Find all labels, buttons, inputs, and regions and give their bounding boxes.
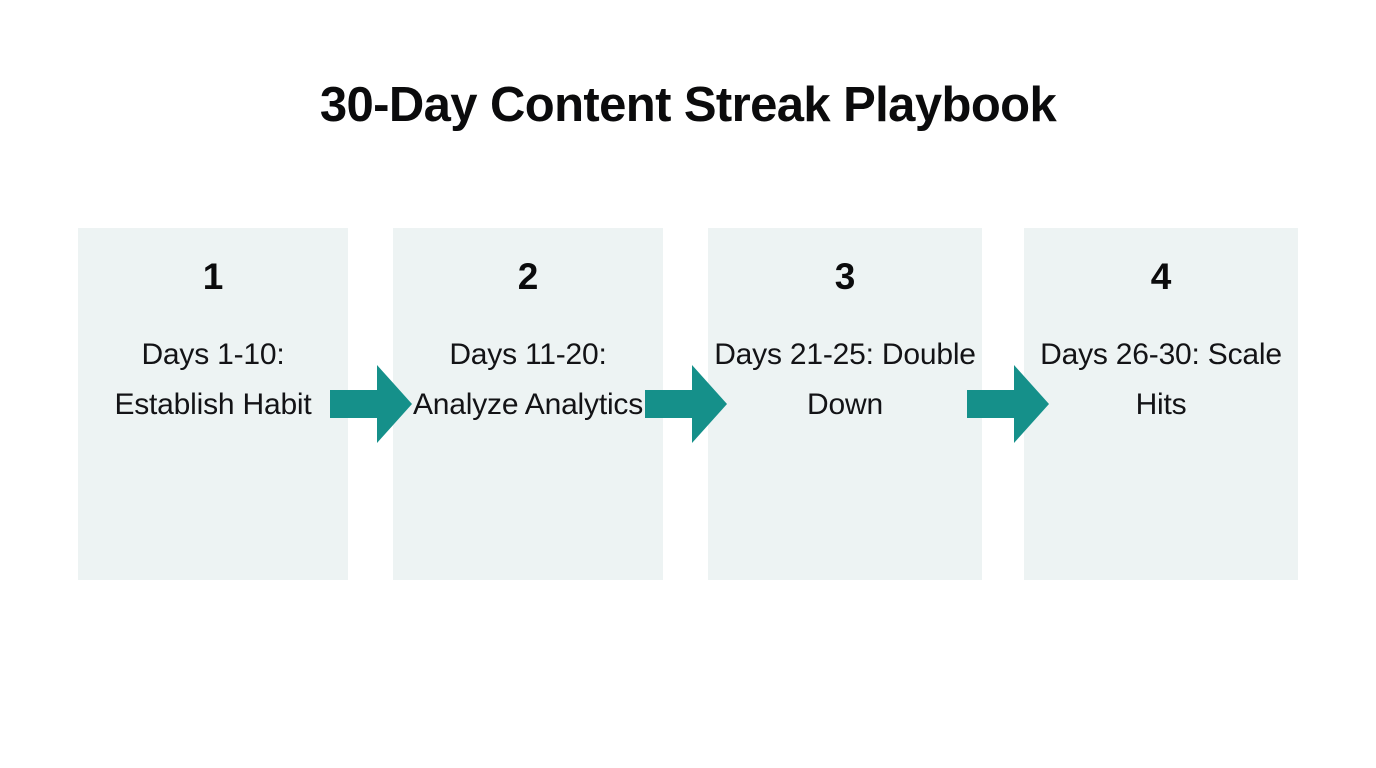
process-flow-diagram: 1 Days 1-10: Establish Habit 2 Days 11-2… (78, 228, 1298, 580)
step-label-3: Days 21-25: Double Down (714, 338, 976, 421)
step-card-4[interactable]: 4 Days 26-30: Scale Hits (1024, 228, 1298, 580)
step-card-1[interactable]: 1 Days 1-10: Establish Habit (78, 228, 348, 580)
step-label-2: Days 11-20: Analyze Analytics (412, 338, 644, 421)
page-title: 30-Day Content Streak Playbook (319, 78, 1057, 132)
step-number-4: 4 (1150, 256, 1172, 297)
step-number-2: 2 (517, 256, 539, 297)
step-card-3[interactable]: 3 Days 21-25: Double Down (708, 228, 982, 580)
step-label-1: Days 1-10: Establish Habit (114, 338, 312, 421)
arrow-right-icon (967, 365, 1049, 443)
step-card-2[interactable]: 2 Days 11-20: Analyze Analytics (393, 228, 663, 580)
arrow-right-icon (645, 365, 727, 443)
step-number-3: 3 (834, 256, 856, 297)
arrow-right-icon (330, 365, 412, 443)
step-number-1: 1 (202, 256, 224, 297)
step-label-4: Days 26-30: Scale Hits (1040, 338, 1282, 421)
